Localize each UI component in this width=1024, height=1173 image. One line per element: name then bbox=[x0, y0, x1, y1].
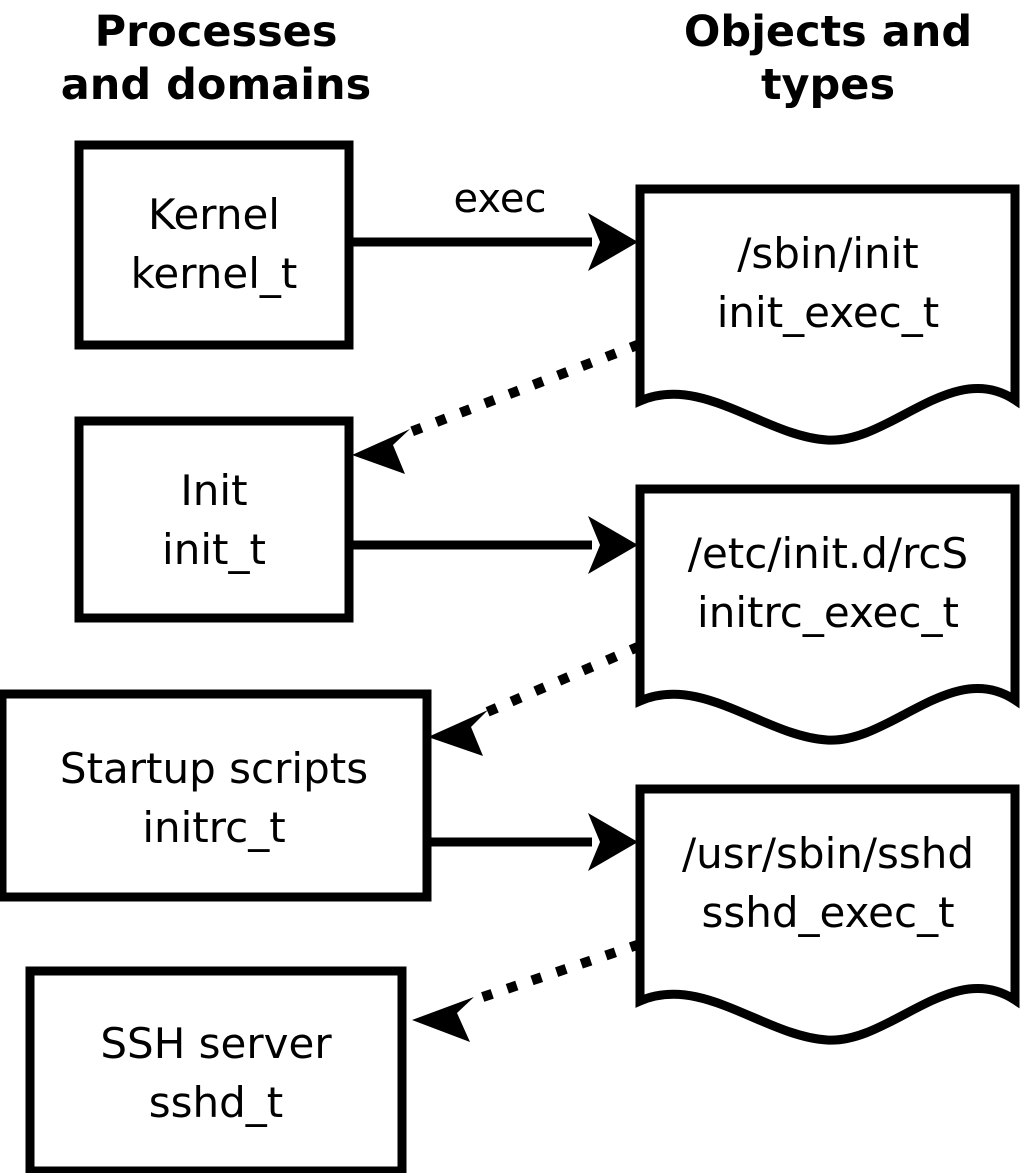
node-init-exec-label-line1: /sbin/init bbox=[737, 229, 919, 278]
edge-sshd-exec-to-sshd-arrowhead bbox=[412, 997, 474, 1042]
node-init-label-line1: Init bbox=[180, 466, 247, 515]
edge-sshd-exec-to-sshd bbox=[412, 939, 642, 1042]
node-initrc-label-line2: initrc_t bbox=[142, 803, 285, 852]
node-init[interactable]: Init init_t bbox=[74, 416, 354, 623]
node-initrc-label-line1: Startup scripts bbox=[60, 744, 368, 793]
edge-initrc-exec-to-initrc bbox=[428, 641, 642, 756]
column-header-objects-line1: Objects and bbox=[684, 7, 972, 57]
edge-initrc-to-sshd-exec bbox=[427, 813, 638, 871]
node-sshd-label-line1: SSH server bbox=[100, 1019, 332, 1068]
edge-initrc-to-sshd-exec-arrowhead bbox=[588, 813, 638, 871]
column-header-processes-line1: Processes bbox=[95, 7, 338, 57]
node-initrc-box[interactable] bbox=[0, 689, 432, 902]
edge-kernel-to-init-exec: exec bbox=[349, 176, 638, 271]
node-init-exec-label-line2: init_exec_t bbox=[717, 288, 940, 337]
node-sshd-exec-label-line1: /usr/sbin/sshd bbox=[682, 829, 974, 878]
node-init-exec[interactable]: /sbin/init init_exec_t bbox=[635, 184, 1020, 445]
node-init-box[interactable] bbox=[74, 416, 354, 623]
column-header-processes-line2: and domains bbox=[61, 60, 371, 110]
edge-init-exec-to-init bbox=[352, 339, 642, 474]
edge-init-exec-to-init-line bbox=[398, 339, 642, 441]
node-kernel-label-line2: kernel_t bbox=[131, 249, 298, 298]
edge-init-to-initrc-exec bbox=[349, 516, 638, 574]
node-sshd-box[interactable] bbox=[25, 966, 407, 1173]
column-header-objects-line2: types bbox=[761, 60, 895, 110]
edge-sshd-exec-to-sshd-line bbox=[466, 939, 642, 1007]
node-sshd-exec[interactable]: /usr/sbin/sshd sshd_exec_t bbox=[635, 784, 1020, 1045]
edge-label-exec: exec bbox=[454, 176, 547, 222]
node-initrc-exec-label-line1: /etc/init.d/rcS bbox=[688, 529, 968, 578]
node-initrc[interactable]: Startup scripts initrc_t bbox=[0, 689, 432, 902]
node-kernel-box[interactable] bbox=[74, 140, 354, 350]
node-sshd[interactable]: SSH server sshd_t bbox=[25, 966, 407, 1173]
node-initrc-exec-label-line2: initrc_exec_t bbox=[697, 588, 959, 637]
node-sshd-exec-label-line2: sshd_exec_t bbox=[701, 888, 954, 937]
node-kernel[interactable]: Kernel kernel_t bbox=[74, 140, 354, 350]
node-sshd-label-line2: sshd_t bbox=[149, 1078, 284, 1127]
edge-initrc-exec-to-initrc-line bbox=[476, 641, 642, 721]
edge-initrc-exec-to-initrc-arrowhead bbox=[428, 710, 488, 756]
edge-init-to-initrc-exec-arrowhead bbox=[588, 516, 638, 574]
node-initrc-exec-document-shape[interactable] bbox=[635, 484, 1020, 745]
edge-init-exec-to-init-arrowhead bbox=[352, 429, 410, 474]
edge-kernel-to-init-exec-arrowhead bbox=[588, 213, 638, 271]
node-init-label-line2: init_t bbox=[162, 525, 266, 574]
column-header-processes: Processes and domains bbox=[61, 7, 371, 110]
node-kernel-label-line1: Kernel bbox=[148, 190, 280, 239]
node-initrc-exec[interactable]: /etc/init.d/rcS initrc_exec_t bbox=[635, 484, 1020, 745]
column-header-objects: Objects and types bbox=[684, 7, 972, 110]
node-sshd-exec-document-shape[interactable] bbox=[635, 784, 1020, 1045]
node-init-exec-document-shape[interactable] bbox=[635, 184, 1020, 445]
